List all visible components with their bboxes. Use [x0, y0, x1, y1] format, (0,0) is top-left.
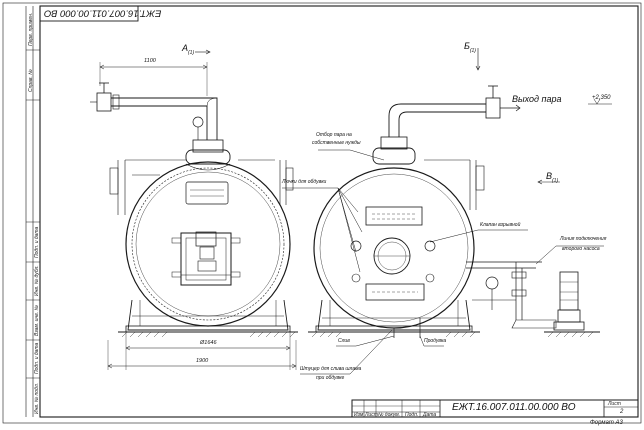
front-view	[90, 49, 298, 370]
label-steam-takeoff-1: Отбор пара на	[316, 132, 352, 138]
label-steam-out: Выход пара	[512, 94, 562, 104]
stamp-box	[39, 5, 139, 22]
label-blow-hatches: Лючки для обдувки	[282, 179, 327, 185]
label-feed-line-1: Линия подключения	[560, 236, 607, 242]
stamp-text: ЕЖТ.16.007.011.00.000 ВО	[44, 7, 162, 19]
view-a-letter: А	[182, 43, 189, 53]
label-blowdown: Продувка	[424, 338, 447, 344]
front-shell	[125, 161, 291, 327]
side-label-1: Перв. примен.	[28, 12, 34, 46]
rear-view	[308, 48, 612, 338]
side-label-4: Инв. № дубл.	[34, 265, 40, 296]
view-b-label: Б(1)	[464, 42, 476, 54]
view-v-letter: В	[546, 171, 553, 181]
tb-header-date: Дата	[423, 412, 437, 418]
label-steam-takeoff-2: собственные нужды	[312, 140, 361, 146]
side-label-3: Подп. и дата	[34, 226, 40, 258]
side-label-7: Инв. № подл.	[34, 382, 40, 414]
side-label-6: Подп. и дата	[34, 342, 40, 374]
inner-frame	[39, 5, 639, 418]
label-drain-short: Слив	[338, 338, 350, 344]
label-explosion-valve: Клапан взрывной	[480, 222, 521, 228]
title-block	[351, 399, 639, 418]
tb-header-sign: Подп.	[405, 412, 419, 418]
dim-diameter: Ø1646	[200, 340, 217, 346]
side-label-5: Взам. инв. №	[34, 305, 40, 336]
leader-lines	[282, 149, 604, 375]
tb-format: Формат А3	[590, 420, 623, 426]
rear-shell	[313, 167, 475, 329]
view-b-letter: Б	[464, 41, 470, 51]
view-b-sub: (1)	[469, 47, 476, 54]
outer-frame	[2, 2, 642, 424]
tb-sheet-number: 2	[620, 409, 624, 415]
label-drain-2: при обдувке	[316, 375, 345, 381]
dim-elevation: +2,350	[592, 95, 611, 101]
tb-designation: ЕЖТ.16.007.011.00.000 ВО	[452, 402, 576, 413]
dim-top-width: 1100	[144, 58, 156, 64]
view-a-sub: (1)	[188, 49, 195, 56]
tb-header-docnum: № докум.	[378, 412, 401, 418]
tb-header-sheet: Лист	[365, 412, 378, 418]
view-a-label: А(1)	[182, 44, 194, 56]
furnace-door	[180, 232, 232, 286]
view-v-sub: (1)	[552, 177, 559, 184]
tb-sheet-label: Лист	[608, 401, 621, 407]
dim-bottom-width: 1900	[196, 358, 209, 364]
view-v-label: В(1)	[546, 172, 558, 184]
side-label-2: Справ. №	[28, 69, 34, 92]
tb-header-change: Изм	[354, 412, 364, 418]
label-drain-1: Штуцер для слива шлама	[300, 366, 362, 372]
label-feed-line-2: второго насоса	[562, 246, 600, 252]
